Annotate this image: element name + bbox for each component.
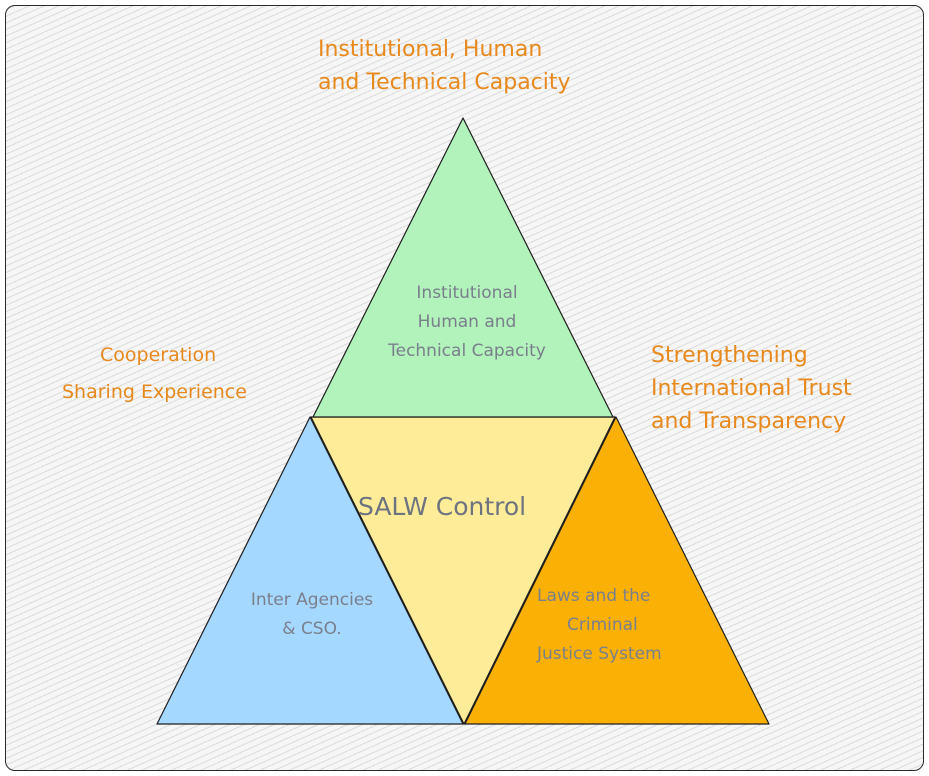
left-outer-label-line-1: Cooperation bbox=[100, 344, 217, 366]
center-triangle-label: SALW Control bbox=[358, 492, 526, 521]
center-triangle-label-text: SALW Control bbox=[358, 492, 527, 521]
top-outer-label-line-2: and Technical Capacity bbox=[318, 70, 571, 95]
top-triangle-label-line-3: Technical Capacity bbox=[388, 341, 546, 361]
left-outer-label-line-2: Sharing Experience bbox=[62, 381, 247, 403]
left-triangle-label-line-1: Inter Agencies bbox=[250, 590, 374, 610]
right-outer-label-line-2: International Trust bbox=[651, 376, 852, 401]
left-triangle-label: Inter Agencies & CSO. bbox=[222, 586, 402, 644]
top-outer-label-line-1: Institutional, Human bbox=[318, 37, 543, 62]
left-triangle-label-line-2: & CSO. bbox=[282, 619, 342, 639]
right-triangle bbox=[464, 416, 770, 725]
right-triangle-label: Laws and the Criminal Justice System bbox=[537, 582, 662, 669]
right-outer-label-line-1: Strengthening bbox=[651, 343, 808, 368]
right-triangle-label-line-3: Justice System bbox=[537, 644, 662, 664]
top-outer-label: Institutional, Human and Technical Capac… bbox=[318, 33, 571, 99]
top-triangle-label-line-1: Institutional bbox=[416, 283, 518, 303]
right-outer-label-line-3: and Transparency bbox=[651, 409, 847, 434]
top-triangle-label-line-2: Human and bbox=[417, 312, 517, 332]
left-triangle bbox=[156, 416, 464, 725]
right-outer-label: Strengthening International Trust and Tr… bbox=[651, 339, 852, 438]
right-triangle-label-line-1: Laws and the bbox=[537, 586, 651, 606]
right-triangle-label-line-2: Criminal bbox=[567, 615, 638, 635]
top-triangle-label: Institutional Human and Technical Capaci… bbox=[362, 279, 572, 366]
left-outer-label: Cooperation Sharing Experience bbox=[62, 337, 247, 411]
top-triangle bbox=[312, 117, 614, 418]
